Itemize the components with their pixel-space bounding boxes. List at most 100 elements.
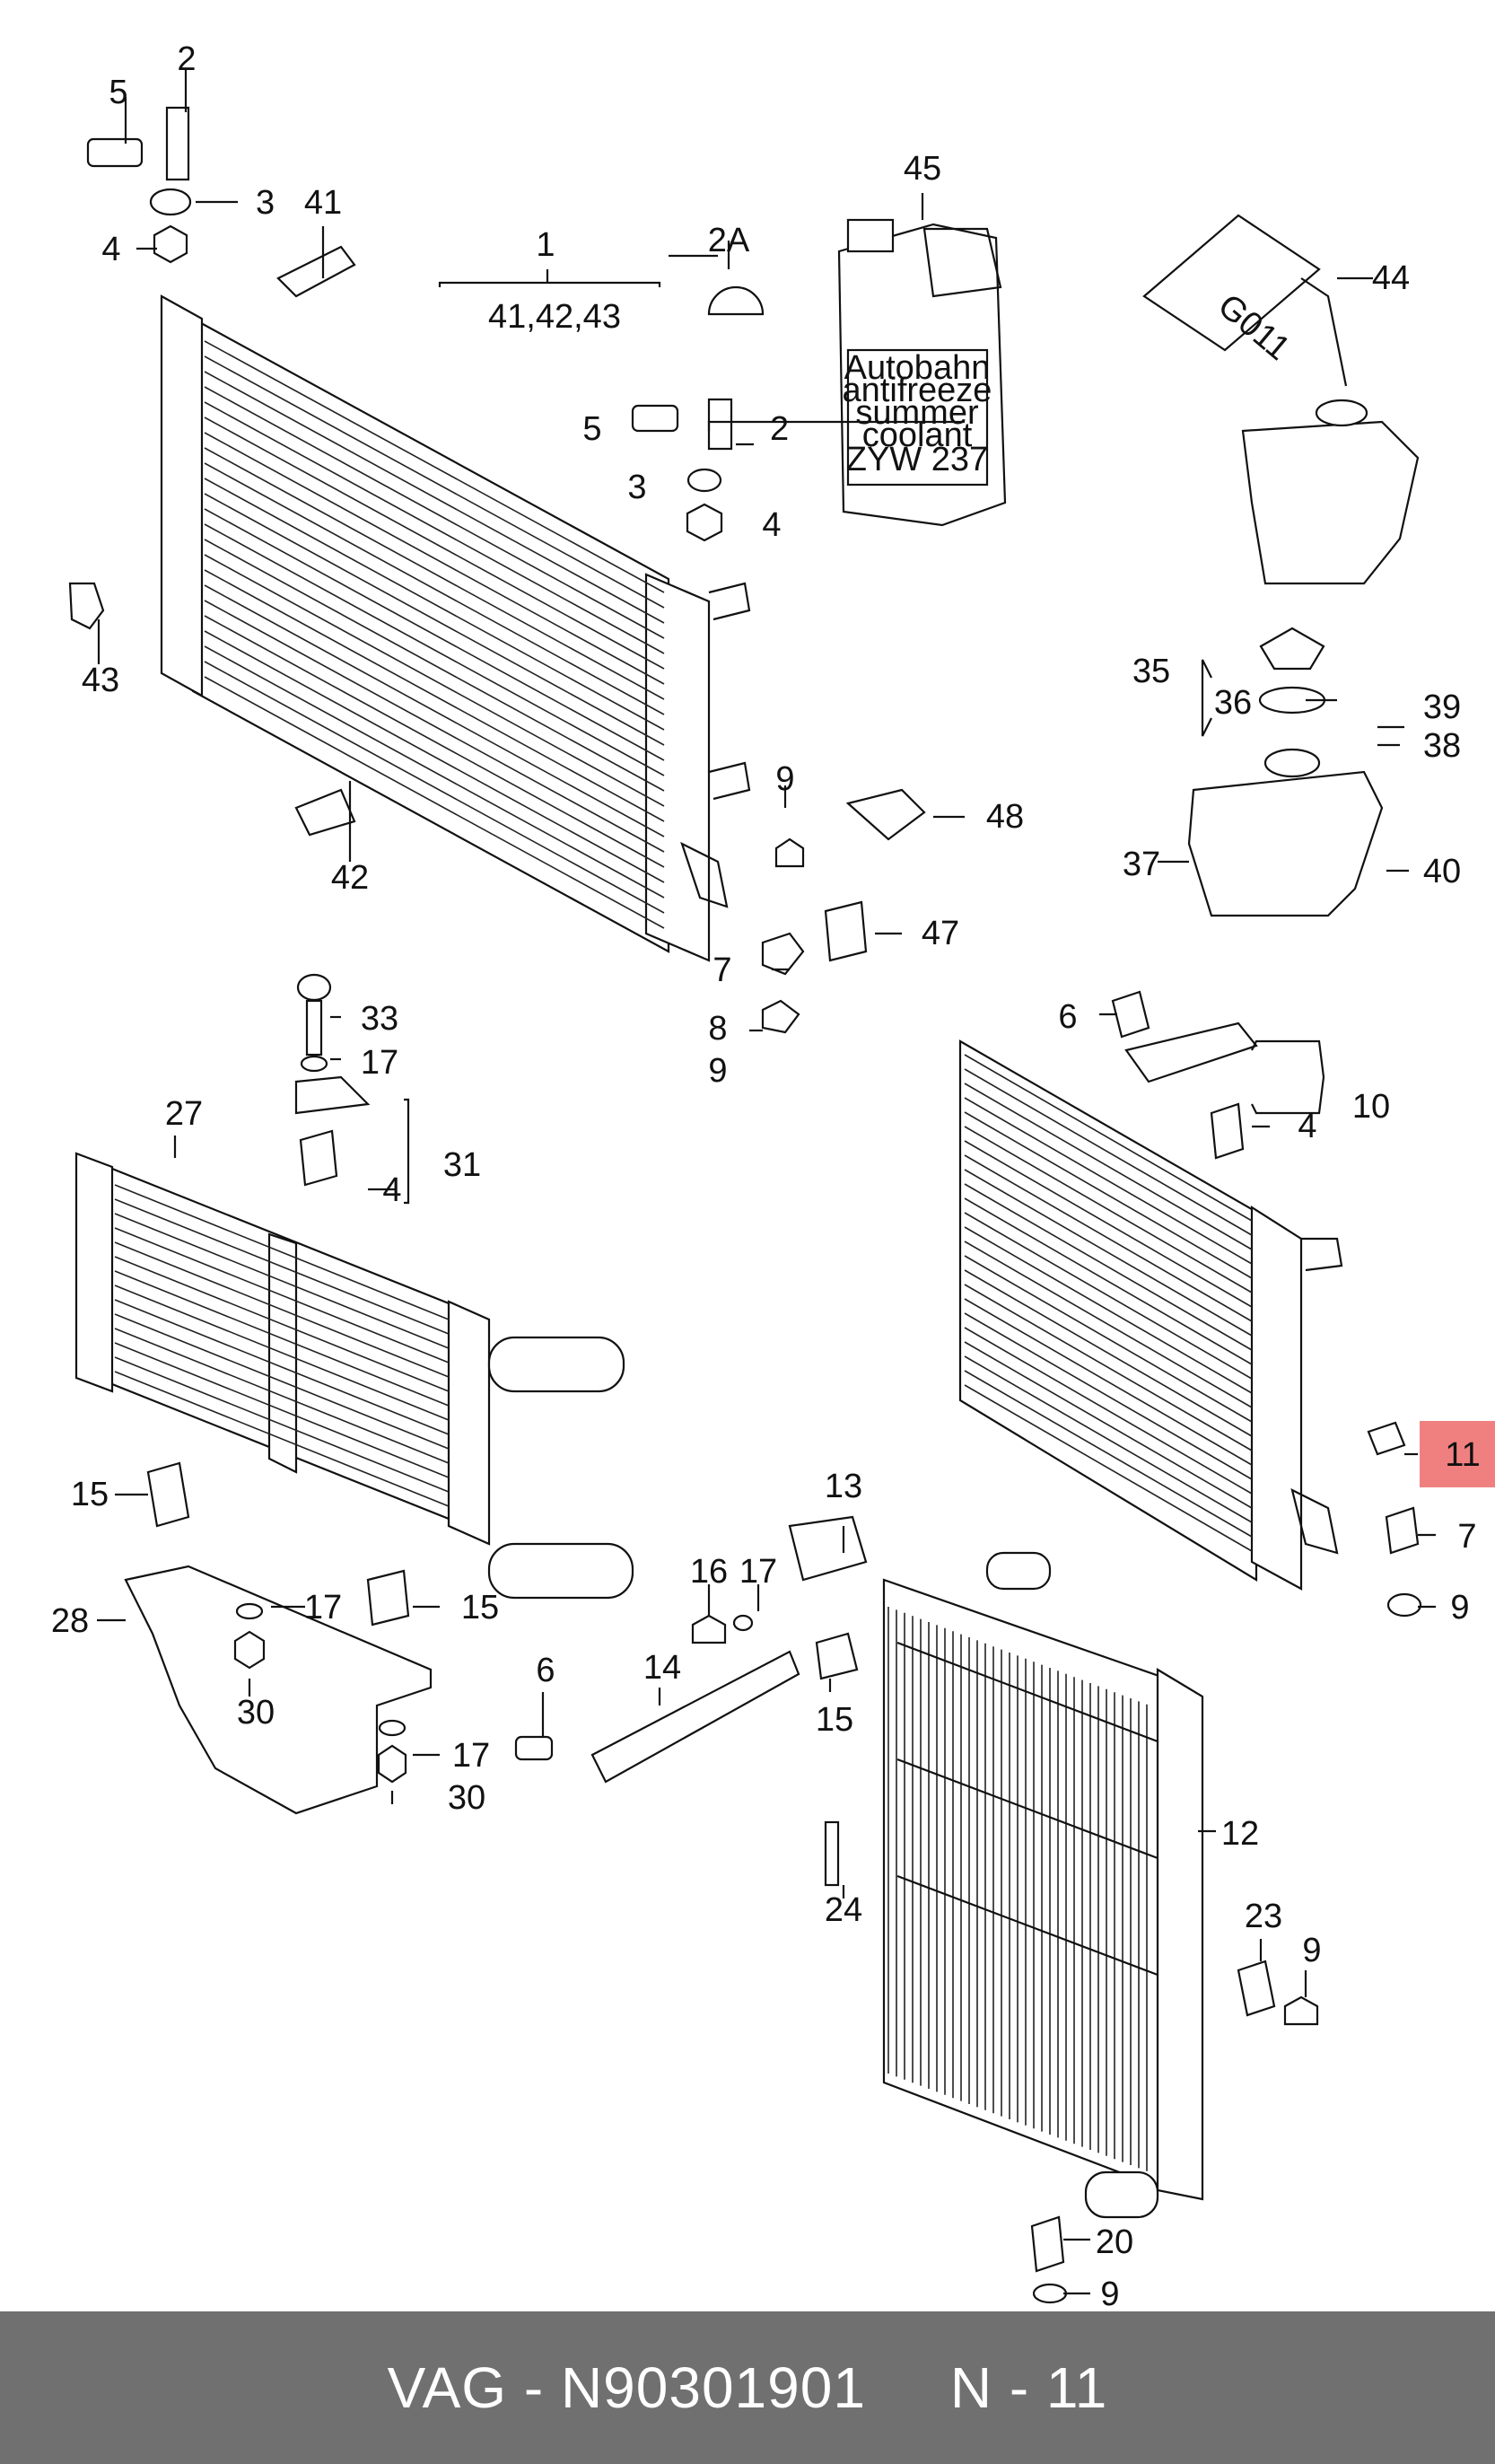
radiator-fin	[204, 539, 665, 792]
label-5: 5	[109, 74, 127, 111]
radiator-fin	[964, 1169, 1253, 1337]
label-3b: 3	[627, 469, 646, 506]
radiator-fin	[204, 493, 665, 746]
label-5b: 5	[582, 410, 601, 448]
label-9e: 9	[1100, 2275, 1119, 2311]
antifreeze-bottle: Autobahn antifreeze summer coolant ZYW 2…	[837, 218, 1007, 527]
radiator-fin	[964, 1241, 1253, 1408]
label-33: 33	[361, 1000, 398, 1038]
label-2A: 2A	[708, 222, 750, 259]
hardware	[68, 106, 1422, 2304]
radiator-fin	[964, 1111, 1253, 1279]
label-45: 45	[904, 150, 941, 188]
label-20: 20	[1096, 2223, 1133, 2261]
radiator-fin	[204, 615, 665, 868]
label-27: 27	[165, 1095, 203, 1133]
label-15b: 15	[461, 1589, 499, 1627]
radiator-fin	[114, 1270, 450, 1407]
footer-brand: VAG	[387, 2355, 508, 2420]
radiator-fin	[114, 1227, 450, 1364]
label-39: 39	[1423, 688, 1461, 726]
expansion-tank-bottom	[1187, 627, 1384, 917]
footer-text: VAG - N90301901 N - 11	[388, 2354, 1108, 2421]
radiator-fin	[964, 1212, 1253, 1380]
radiator-fin	[204, 432, 665, 685]
label-15c: 15	[816, 1701, 853, 1739]
radiator-fin	[114, 1328, 450, 1464]
label-41: 41	[304, 184, 342, 222]
radiator-fin	[204, 401, 665, 654]
radiator-fin	[114, 1256, 450, 1392]
radiator-fin	[204, 676, 665, 929]
radiator-fin	[964, 1068, 1253, 1236]
footer-part-number: N90301901	[560, 2355, 866, 2420]
label-38: 38	[1423, 727, 1461, 765]
label-17d: 17	[739, 1553, 777, 1591]
label-2b: 2	[770, 410, 789, 448]
label-6a: 6	[1058, 998, 1077, 1036]
label-4b: 4	[762, 506, 781, 544]
radiator-fin	[964, 1312, 1253, 1480]
radiator-fin	[204, 340, 665, 593]
label-2: 2	[177, 40, 196, 78]
exploded-parts-diagram: Autobahn antifreeze summer coolant ZYW 2…	[51, 40, 1495, 2311]
label-9d: 9	[1302, 1932, 1321, 1969]
radiator-fin	[204, 462, 665, 715]
expansion-tank-top	[1241, 399, 1420, 585]
radiator-fin	[204, 584, 665, 837]
radiator-fin	[964, 1341, 1253, 1509]
radiator-fin	[964, 1370, 1253, 1538]
radiator-fin	[114, 1241, 450, 1378]
label-24: 24	[825, 1891, 862, 1929]
intercooler	[74, 1152, 634, 1600]
bottle-line-2: antifreeze	[843, 372, 992, 409]
radiator-fin	[204, 569, 665, 822]
label-23: 23	[1245, 1898, 1282, 1935]
radiator-fin	[964, 1226, 1253, 1394]
footer-bar: VAG - N90301901 N - 11	[0, 2311, 1495, 2464]
radiator-fin	[964, 1183, 1253, 1351]
bracket-plate	[124, 1565, 433, 1815]
radiator-fin	[114, 1198, 450, 1335]
radiator-fin	[114, 1213, 450, 1349]
label-40: 40	[1423, 853, 1461, 890]
radiator-fin	[964, 1298, 1253, 1466]
coolant-can: G011	[1142, 214, 1348, 387]
radiator-fin	[114, 1299, 450, 1435]
radiator-fin	[204, 523, 665, 776]
radiator-fin	[204, 371, 665, 624]
label-36: 36	[1214, 684, 1252, 722]
radiator-fin	[114, 1356, 450, 1493]
label-35: 35	[1132, 653, 1170, 690]
label-17c: 17	[452, 1737, 490, 1775]
radiator-fin	[964, 1154, 1253, 1322]
label-4c: 4	[382, 1171, 401, 1209]
radiator-fin	[964, 1355, 1253, 1523]
footer-ref: N - 11	[949, 2355, 1108, 2420]
label-37: 37	[1123, 846, 1160, 883]
label-3: 3	[256, 184, 275, 222]
label-14: 14	[643, 1649, 681, 1687]
radiator-fin	[964, 1327, 1253, 1495]
label-30b: 30	[448, 1779, 485, 1817]
label-30a: 30	[237, 1694, 275, 1732]
label-42: 42	[331, 859, 369, 897]
label-41-42-43: 41,42,43	[488, 298, 621, 336]
radiator-fin	[204, 355, 665, 609]
label-4d: 4	[1298, 1108, 1316, 1145]
highlight-box	[1420, 1421, 1495, 1487]
radiator-fin	[964, 1054, 1253, 1222]
label-16: 16	[690, 1553, 728, 1591]
label-31: 31	[443, 1146, 481, 1184]
label-47: 47	[922, 915, 959, 952]
radiator-fin	[114, 1285, 450, 1421]
label-6b: 6	[536, 1652, 555, 1689]
rear-radiator	[958, 1039, 1343, 1591]
radiator-fin	[964, 1083, 1253, 1250]
bottle-line-3: summer	[855, 394, 979, 432]
label-17a: 17	[361, 1044, 398, 1082]
bottle-line-5: ZYW 237	[846, 441, 988, 478]
radiator-fin	[114, 1342, 450, 1478]
radiator-fin	[964, 1097, 1253, 1265]
label-48: 48	[986, 798, 1024, 836]
